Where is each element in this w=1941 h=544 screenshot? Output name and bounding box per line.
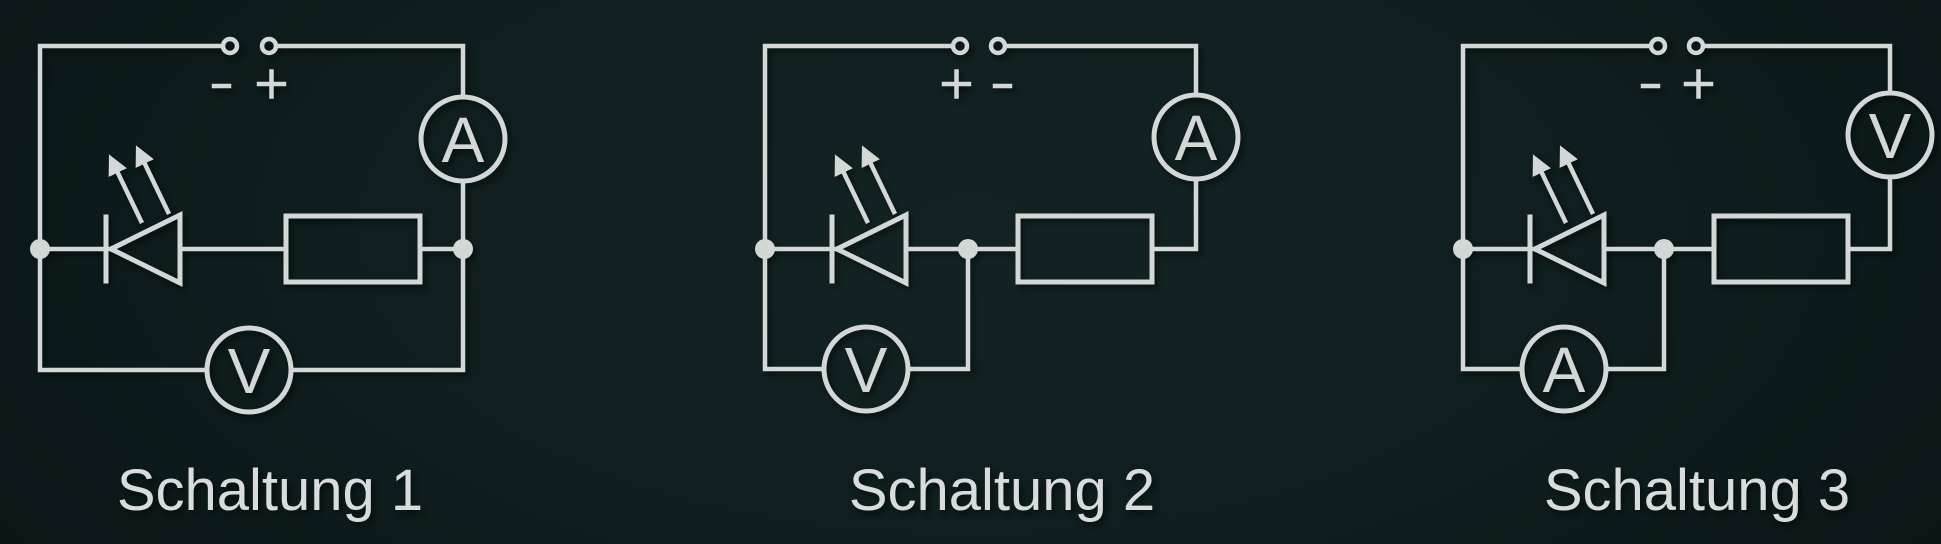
battery-terminal-icon (988, 36, 1008, 56)
voltmeter-letter: V (228, 335, 271, 407)
voltmeter-icon (204, 325, 294, 415)
junction-dot (958, 239, 978, 259)
junction-dot (1453, 239, 1473, 259)
light-arrow-icon (135, 145, 172, 215)
battery-terminal-icon (1686, 36, 1706, 56)
resistor-icon (283, 213, 423, 285)
circuit-label: Schaltung 2 (849, 458, 1155, 523)
polarity-plus-icon (1683, 69, 1714, 99)
voltmeter-letter: V (1869, 100, 1912, 172)
battery-terminal-icon (1648, 36, 1668, 56)
circuit-2-diagram: A V Schaltung 2 (755, 36, 1241, 523)
wire (762, 43, 1199, 372)
battery-terminal-icon (220, 36, 240, 56)
ammeter-letter: A (1543, 334, 1586, 406)
circuit-label: Schaltung 3 (1544, 458, 1850, 523)
junction-dot (453, 239, 473, 259)
led-icon (829, 210, 909, 288)
led-icon (1527, 210, 1607, 288)
polarity-plus-icon (941, 69, 972, 99)
ammeter-icon (418, 94, 508, 184)
battery-terminal-icon (259, 36, 279, 56)
ammeter-letter: A (1175, 102, 1218, 174)
junction-dot (30, 239, 50, 259)
light-arrow-icon (1532, 154, 1569, 224)
circuit-label: Schaltung 1 (117, 458, 423, 523)
light-arrow-icon (834, 154, 871, 224)
light-arrow-icon (861, 145, 898, 215)
junction-dot (1654, 239, 1674, 259)
polarity-plus-icon (256, 69, 287, 99)
junction-dot (755, 239, 775, 259)
light-arrow-icon (108, 154, 145, 224)
battery-terminal-icon (950, 36, 970, 56)
resistor-icon (1711, 213, 1851, 285)
voltmeter-icon (821, 324, 911, 414)
ammeter-icon (1151, 92, 1241, 182)
resistor-icon (1015, 213, 1155, 285)
circuit-1-diagram: A V Schaltung 1 (30, 36, 508, 523)
ammeter-icon (1519, 324, 1609, 414)
voltmeter-icon (1845, 90, 1935, 180)
light-arrow-icon (1559, 145, 1596, 215)
voltmeter-letter: V (845, 334, 888, 406)
wire (37, 43, 466, 373)
led-icon (103, 210, 183, 288)
wire (1460, 43, 1893, 372)
circuit-3-diagram: V A Schaltung 3 (1453, 36, 1935, 523)
ammeter-letter: A (442, 104, 485, 176)
